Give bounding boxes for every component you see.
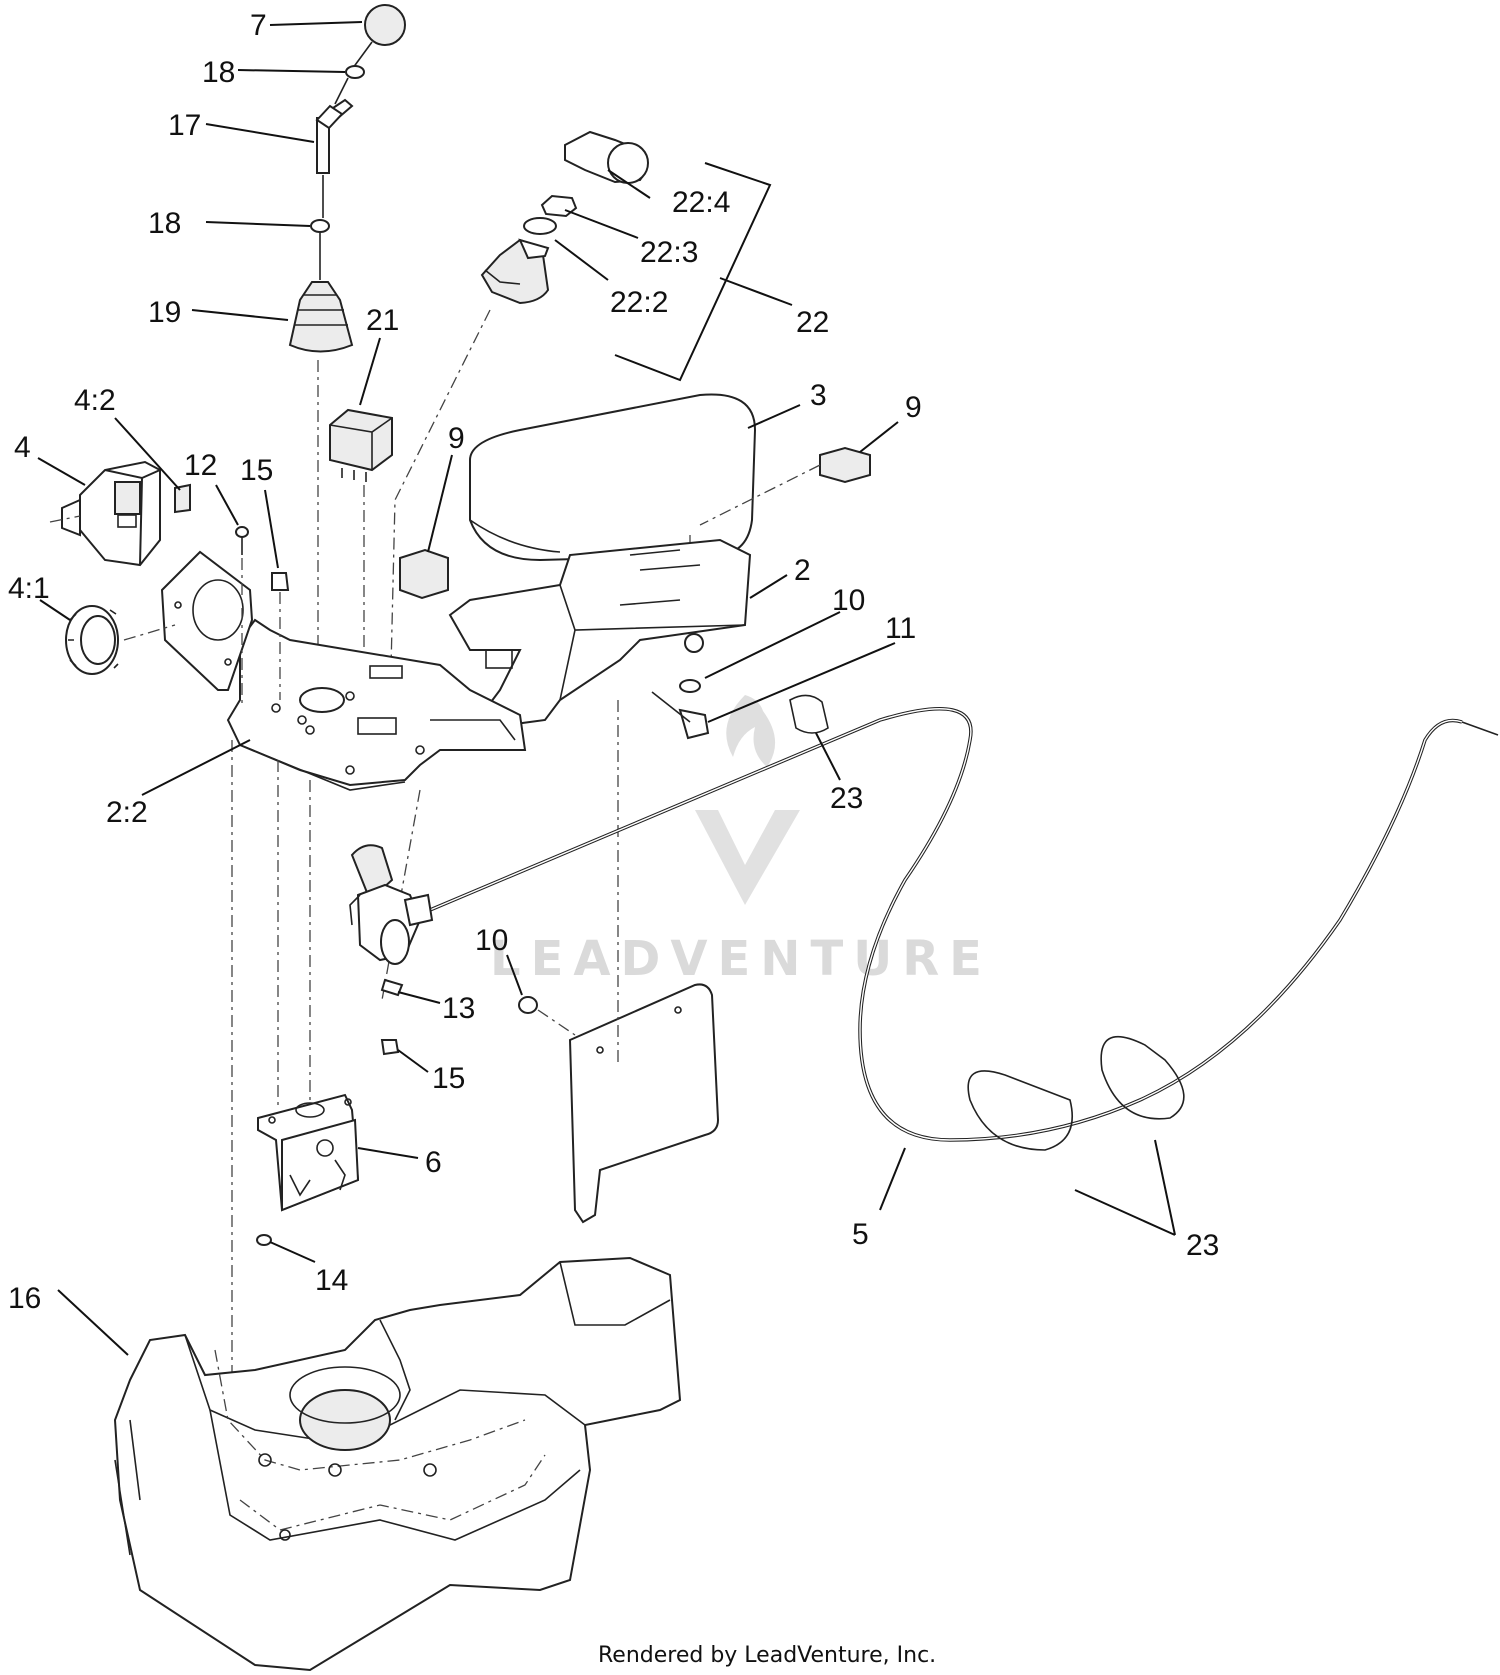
callout-4-2: 4:2 <box>74 384 116 417</box>
bolt-11 <box>678 708 710 740</box>
key-switch-assembly-22 <box>389 130 772 711</box>
callout-18-bottom: 18 <box>148 207 181 240</box>
callout-2-2: 2:2 <box>106 796 148 829</box>
bolt-15-top <box>271 572 290 591</box>
washer-22-2 <box>523 217 557 235</box>
leader-lines <box>37 21 1176 1356</box>
cover-plate <box>518 700 720 1224</box>
callout-6: 6 <box>425 1146 442 1179</box>
nut-18-top <box>345 65 365 79</box>
footer-credit: Rendered by LeadVenture, Inc. <box>598 1643 936 1668</box>
callout-12: 12 <box>184 449 217 482</box>
callout-23-bottom: 23 <box>1186 1229 1219 1262</box>
callout-22-4: 22:4 <box>672 186 730 219</box>
armrest-pad-3 <box>469 393 757 562</box>
callout-15-bottom: 15 <box>432 1062 465 1095</box>
end-caps-9 <box>399 446 871 600</box>
leadventure-watermark: LEADVENTURE <box>490 695 992 987</box>
boot-19 <box>288 281 354 353</box>
callout-3: 3 <box>810 379 827 412</box>
callout-10-bottom: 10 <box>475 924 508 957</box>
callout-17: 17 <box>168 109 201 142</box>
cable-clips-23 <box>789 694 1185 1151</box>
watermark-text: LEADVENTURE <box>490 931 992 987</box>
knob-7 <box>364 4 406 46</box>
callout-7: 7 <box>250 9 267 42</box>
console-housing-16 <box>113 1256 682 1672</box>
nut-10-lower <box>518 996 538 1014</box>
shift-knob-assembly <box>288 4 406 700</box>
callout-22-2: 22:2 <box>610 286 668 319</box>
callout-11: 11 <box>885 612 916 645</box>
bolt-10-top <box>684 633 704 653</box>
nut-ring-4-1 <box>65 605 176 675</box>
bolt-15-bottom <box>380 1039 400 1056</box>
hour-meter-4 <box>49 460 191 567</box>
callout-10-top: 10 <box>832 584 865 617</box>
console-plate-2-2 <box>160 550 527 791</box>
callout-14: 14 <box>315 1264 348 1297</box>
screw-12 <box>235 526 249 538</box>
switch-21 <box>329 408 393 690</box>
callout-4-1: 4:1 <box>8 572 50 605</box>
callout-labels: 7 18 17 18 19 21 22:4 22:3 22:2 22 3 9 9… <box>8 9 1219 1315</box>
callout-9-right: 9 <box>905 391 922 424</box>
control-lever <box>349 844 431 1056</box>
cable-5 <box>403 707 1499 1142</box>
callout-13: 13 <box>442 992 475 1025</box>
callout-5: 5 <box>852 1218 869 1251</box>
nut-10 <box>679 679 701 693</box>
nut-14 <box>256 1234 272 1246</box>
callout-15-top: 15 <box>240 454 273 487</box>
callout-22-3: 22:3 <box>640 236 698 269</box>
label-4-2 <box>174 483 191 514</box>
console-bracket-2 <box>448 538 752 740</box>
callout-2: 2 <box>794 554 811 587</box>
mounting-plate-6 <box>256 1093 360 1246</box>
callout-18-top: 18 <box>202 56 235 89</box>
nut-18-bottom <box>310 219 330 233</box>
callout-9-left: 9 <box>448 422 465 455</box>
callout-23-top: 23 <box>830 782 863 815</box>
spacer-13 <box>380 978 404 997</box>
callout-19: 19 <box>148 296 181 329</box>
callout-22: 22 <box>796 306 829 339</box>
callout-4: 4 <box>14 431 31 464</box>
callout-21: 21 <box>366 304 399 337</box>
callout-16: 16 <box>8 1282 41 1315</box>
